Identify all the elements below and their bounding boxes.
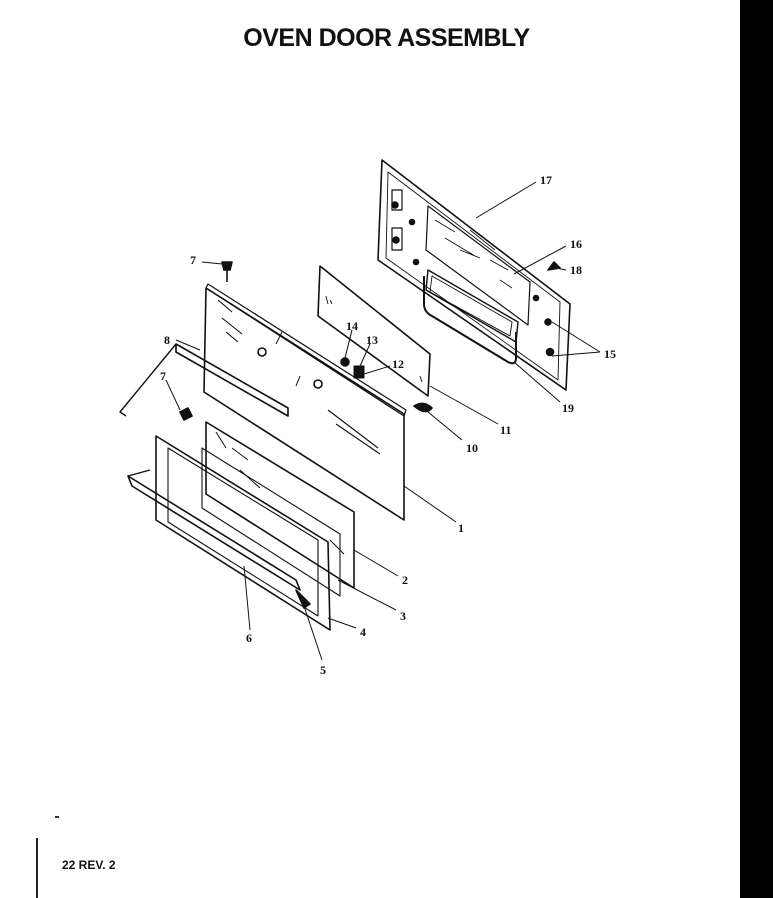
part-3-glass-panel xyxy=(201,447,341,597)
part-10-latch xyxy=(413,402,433,413)
part-8-door-handle xyxy=(119,343,289,417)
callout-15: 15 xyxy=(604,347,616,361)
callout-4: 4 xyxy=(360,625,366,639)
part-1-outer-door-panel xyxy=(203,283,407,521)
scan-edge-bar xyxy=(740,0,773,898)
part-6-trim-bar xyxy=(127,469,301,591)
callout-5: 5 xyxy=(320,663,326,677)
callout-12: 12 xyxy=(392,357,404,371)
callout-11: 11 xyxy=(500,423,511,437)
callout-8: 8 xyxy=(164,333,170,347)
callout-6: 6 xyxy=(246,631,252,645)
callout-3: 3 xyxy=(400,609,406,623)
callout-7-left: 7 xyxy=(160,369,166,383)
page-footer: 22 REV. 2 xyxy=(62,858,116,872)
callout-16: 16 xyxy=(570,237,582,251)
callout-18: 18 xyxy=(570,263,582,277)
callout-1: 1 xyxy=(458,521,464,535)
part-19-gasket xyxy=(423,276,517,365)
part-7-screw-top xyxy=(221,261,233,282)
margin-mark xyxy=(55,816,59,818)
callout-19: 19 xyxy=(562,401,574,415)
part-17-door-liner xyxy=(377,159,571,391)
page-title: OVEN DOOR ASSEMBLY xyxy=(243,24,530,52)
callout-13: 13 xyxy=(366,333,378,347)
callout-17: 17 xyxy=(540,173,552,187)
part-7-screw-left xyxy=(179,407,193,421)
part-11-insulation-panel xyxy=(317,265,431,397)
part-16-window-frame xyxy=(425,269,519,343)
callout-10: 10 xyxy=(466,441,478,455)
margin-rule xyxy=(36,838,38,898)
leader-lines xyxy=(165,181,601,661)
callout-2: 2 xyxy=(402,573,408,587)
part-2-inner-glass xyxy=(205,421,355,589)
part-4-outer-frame xyxy=(155,435,331,631)
callout-7-top: 7 xyxy=(190,253,196,267)
callout-14: 14 xyxy=(346,319,358,333)
